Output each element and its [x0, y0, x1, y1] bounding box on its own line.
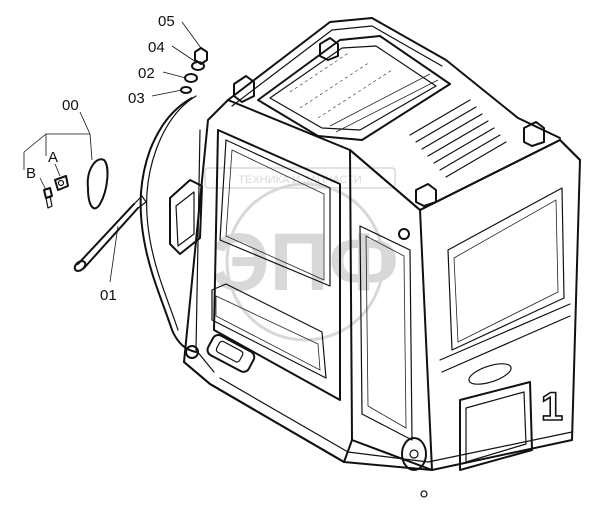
part-00-pad	[86, 158, 109, 210]
door-frame	[213, 129, 341, 401]
watermark-band-text: ТЕХНИКА И ЗАПЧАСТИ	[238, 174, 361, 186]
label-01: 01	[100, 287, 117, 304]
label-a: A	[48, 149, 58, 166]
antenna-rod	[77, 203, 139, 269]
roof-vents	[409, 99, 507, 178]
roof-lug-left	[233, 75, 255, 103]
antenna-cable-loop-inner	[146, 95, 197, 331]
part-a-bracket	[54, 175, 69, 191]
part-a-hole	[57, 179, 65, 187]
door-window-lower-inner	[215, 295, 321, 371]
part-04-nut	[191, 61, 205, 71]
leader-03	[151, 89, 183, 97]
right-side-trim	[439, 303, 571, 373]
leader-a	[54, 163, 61, 177]
leader-lines	[23, 21, 202, 283]
watermark: ТЕХНИКА И ЗАПЧАСТИ ЭПФ	[204, 167, 399, 342]
antenna-tip	[133, 195, 147, 209]
roof-hatch-reflection	[289, 51, 393, 119]
door-window-upper	[219, 139, 331, 287]
antenna-cable	[73, 95, 199, 359]
right-side-window	[447, 187, 565, 351]
front-mirror-mount	[398, 228, 410, 240]
leader-00-bracket	[23, 133, 47, 170]
leader-05	[181, 21, 202, 49]
front-side-window	[359, 225, 413, 441]
right-side-window-inner	[453, 199, 559, 343]
door-window-lower	[211, 283, 327, 379]
leader-02	[162, 71, 187, 79]
label-04: 04	[148, 39, 165, 56]
antenna-cable-grommet	[185, 345, 199, 359]
roof-outer-edge	[227, 17, 561, 139]
rear-reflector	[468, 363, 512, 385]
door-handle-grip	[215, 340, 244, 363]
roof-hatch-seam	[329, 73, 439, 133]
part-b-bolt-head	[43, 187, 53, 199]
rear-access-panel	[459, 381, 533, 471]
label-03: 03	[128, 90, 145, 107]
part-b-bolt-shank	[45, 195, 53, 209]
roof-right-edge	[349, 139, 581, 211]
callout-labels: 05 04 02 03 00 A B 01	[26, 13, 175, 304]
watermark-ring	[225, 182, 385, 342]
cab: 1	[169, 17, 581, 498]
roof-lug-right	[523, 121, 545, 147]
antenna-cable-loop	[139, 97, 197, 353]
label-b: B	[26, 165, 36, 182]
leader-01	[109, 225, 119, 283]
leader-04	[171, 45, 197, 63]
part-02-washer	[184, 73, 198, 83]
roof-hatch-glass	[269, 45, 437, 131]
rear-latch	[401, 437, 427, 471]
cab-badge: 1	[541, 385, 563, 429]
front-side-window-inner	[365, 235, 407, 429]
mirror-bracket	[169, 179, 203, 255]
rear-access-panel-inner	[465, 391, 527, 463]
antenna-base	[73, 260, 87, 272]
rear-latch-center	[409, 449, 419, 459]
door-handle	[206, 334, 256, 373]
part-00-assembly	[43, 158, 109, 210]
label-00: 00	[62, 97, 79, 114]
part-03-spacer	[180, 86, 192, 94]
roof-inner-edge	[231, 25, 443, 107]
roof-lug-top	[319, 37, 339, 61]
leader-b	[39, 177, 47, 191]
cab-front-corner	[349, 149, 433, 471]
bottom-bolt	[420, 490, 428, 498]
label-05: 05	[158, 13, 175, 30]
door-window-upper-inner	[225, 149, 325, 281]
cab-bottom-inner-edge	[219, 377, 573, 463]
watermark-band	[204, 167, 396, 189]
mirror-bracket-inner	[175, 191, 195, 247]
cab-right-side	[419, 139, 581, 471]
cab-left-pillar	[195, 129, 215, 373]
cab-bottom-edge	[183, 361, 433, 471]
label-02: 02	[138, 65, 155, 82]
